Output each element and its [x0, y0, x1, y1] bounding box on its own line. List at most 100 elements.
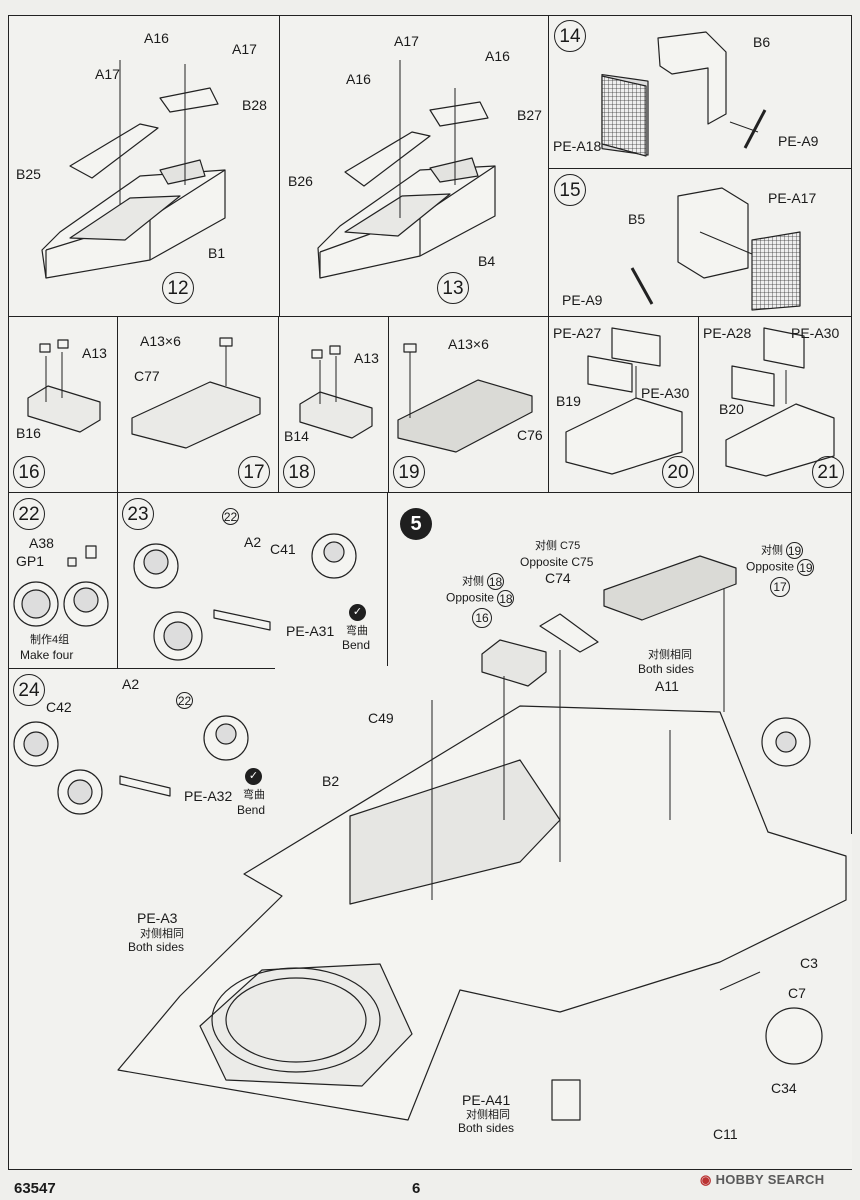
ref-19-circle: 19 — [786, 542, 804, 559]
label-A13: A13 — [354, 350, 379, 366]
ref-17-circle: 17 — [770, 577, 790, 597]
ref-step-22: 22 — [222, 508, 239, 525]
label-C77: C77 — [134, 368, 160, 384]
opposite-19-en: Opposite 19 — [746, 559, 815, 576]
label-B4: B4 — [478, 253, 496, 269]
watermark-logo-icon: ◉ — [700, 1172, 712, 1187]
label-B6: B6 — [753, 34, 771, 50]
step-23-number: 23 — [122, 498, 154, 530]
opposite-cn: 对侧 — [462, 575, 484, 588]
label-A16: A16 — [485, 48, 510, 64]
label-C3: C3 — [800, 955, 818, 971]
step-20-number: 20 — [662, 456, 694, 488]
label-A13x6: A13×6 — [140, 333, 181, 349]
label-B26: B26 — [288, 173, 313, 189]
label-B2: B2 — [322, 773, 340, 789]
label-C49: C49 — [368, 710, 394, 726]
label-C74: C74 — [545, 570, 571, 586]
label-C11: C11 — [713, 1126, 738, 1142]
step-22-number: 22 — [13, 498, 45, 530]
label-PE-A17: PE-A17 — [768, 190, 817, 206]
label-B20: B20 — [719, 401, 744, 417]
label-B28: B28 — [242, 97, 267, 113]
step-13-number: 13 — [437, 272, 469, 304]
label-C42: C42 — [46, 699, 72, 715]
label-A17: A17 — [95, 66, 120, 82]
label-B5: B5 — [628, 211, 646, 227]
step-19-number: 19 — [393, 456, 425, 488]
step-18-number: 18 — [283, 456, 315, 488]
label-PE-A30: PE-A30 — [791, 325, 840, 341]
ref-18-circle: 18 — [487, 573, 505, 590]
label-A16: A16 — [144, 30, 169, 46]
label-A16: A16 — [346, 71, 371, 87]
opposite-19-cn: 对侧 19 — [761, 542, 804, 559]
bend-cn: 弯曲 — [243, 789, 265, 801]
opposite-c75-cn: 对侧 C75 — [535, 540, 581, 552]
label-PE-A3: PE-A3 — [137, 910, 178, 926]
watermark-hobby-search: ◉ HOBBY SEARCH — [700, 1172, 824, 1188]
label-PE-A9: PE-A9 — [778, 133, 819, 149]
both-sides-cn: 对侧相同 — [648, 649, 692, 661]
both-sides-cn: 对侧相同 — [140, 928, 184, 940]
step-14-number: 14 — [554, 20, 586, 52]
page-number: 6 — [412, 1180, 421, 1197]
both-sides-en: Both sides — [128, 940, 185, 954]
label-A17: A17 — [232, 41, 257, 57]
ref-19-circle: 19 — [797, 559, 815, 576]
bend-icon: ✓ — [349, 604, 366, 621]
step-5-number: 5 — [400, 508, 432, 540]
step-24-number: 24 — [13, 674, 45, 706]
label-PE-A32: PE-A32 — [184, 788, 233, 804]
bend-cn: 弯曲 — [346, 625, 368, 637]
label-PE-A28: PE-A28 — [703, 325, 752, 341]
label-A2: A2 — [244, 534, 262, 550]
both-sides-en: Both sides — [458, 1121, 515, 1135]
watermark-text: HOBBY SEARCH — [715, 1172, 825, 1187]
label-PE-A31: PE-A31 — [286, 623, 335, 639]
both-sides-cn: 对侧相同 — [466, 1109, 510, 1121]
opposite-18-cn: 对侧 18 — [462, 573, 505, 590]
label-B1: B1 — [208, 245, 226, 261]
label-B25: B25 — [16, 166, 41, 182]
label-A38: A38 — [29, 535, 54, 551]
opposite-en: Opposite — [746, 559, 795, 574]
label-PE-A41: PE-A41 — [462, 1092, 511, 1108]
label-PE-A18: PE-A18 — [553, 138, 602, 154]
opposite-c75-en: Opposite C75 — [520, 555, 594, 569]
label-B27: B27 — [517, 107, 542, 123]
label-A13: A13 — [82, 345, 107, 361]
label-A2: A2 — [122, 676, 140, 692]
ref-17: 17 — [770, 577, 790, 597]
ref-step-22: 22 — [176, 692, 193, 709]
opposite-18-en: Opposite 18 — [446, 590, 515, 607]
ref-22-circle: 22 — [222, 508, 239, 525]
label-B14: B14 — [284, 428, 309, 444]
label-B16: B16 — [16, 425, 41, 441]
label-PE-A9: PE-A9 — [562, 292, 603, 308]
label-PE-A30: PE-A30 — [641, 385, 690, 401]
label-A17: A17 — [394, 33, 419, 49]
label-C7: C7 — [788, 985, 806, 1001]
label-GP1: GP1 — [16, 553, 45, 569]
step-17-number: 17 — [238, 456, 270, 488]
kit-code: 63547 — [14, 1180, 56, 1197]
ref-18-circle: 18 — [497, 590, 515, 607]
step-15-number: 15 — [554, 174, 586, 206]
make-four-en: Make four — [20, 648, 74, 662]
label-C41: C41 — [270, 541, 296, 557]
label-PE-A27: PE-A27 — [553, 325, 602, 341]
ref-16-circle: 16 — [472, 608, 492, 628]
step-12-number: 12 — [162, 272, 194, 304]
bend-en: Bend — [342, 638, 371, 652]
bend-icon: ✓ — [245, 768, 262, 785]
label-A13x6: A13×6 — [448, 336, 489, 352]
step-16-number: 16 — [13, 456, 45, 488]
label-C76: C76 — [517, 427, 543, 443]
opposite-en: Opposite — [446, 590, 495, 605]
label-A11: A11 — [655, 678, 679, 694]
label-C34: C34 — [771, 1080, 797, 1096]
ref-22-circle: 22 — [176, 692, 193, 709]
bend-en: Bend — [237, 803, 266, 817]
